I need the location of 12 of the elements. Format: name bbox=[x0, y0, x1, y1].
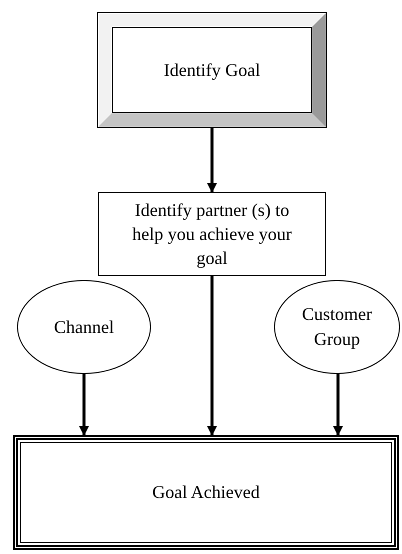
process-box bbox=[98, 13, 326, 127]
arrow bbox=[79, 374, 89, 436]
arrow bbox=[333, 374, 343, 436]
node-label: Customer Group bbox=[301, 303, 373, 351]
process-box bbox=[98, 192, 326, 276]
node-label: Channel bbox=[54, 316, 114, 338]
node-label: Identify partner (s) to help you achieve your goal bbox=[131, 199, 293, 270]
result-box bbox=[13, 435, 399, 550]
node-label: Goal Achieved bbox=[152, 481, 260, 504]
arrow bbox=[207, 127, 217, 193]
arrow bbox=[207, 276, 217, 436]
node-label: Identify Goal bbox=[164, 58, 260, 82]
